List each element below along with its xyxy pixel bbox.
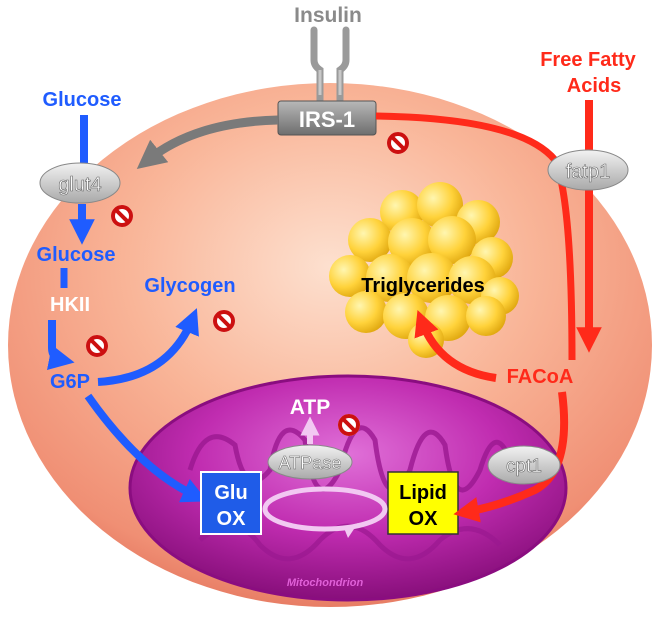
ffa-label-line1: Free Fatty — [540, 49, 636, 71]
lipid-ox-label-line2: OX — [409, 508, 439, 530]
irs1-inhibition-icon — [385, 130, 411, 156]
atp-inhibition-icon — [336, 412, 362, 438]
atpase-pill — [267, 444, 353, 480]
triglycerides-label: Triglycerides — [361, 275, 484, 297]
facoa-label: FACoA — [507, 366, 574, 388]
cpt1-transporter — [487, 445, 561, 485]
glu-ox-label-line1: Glu — [214, 482, 247, 504]
g6p-label: G6P — [50, 371, 90, 393]
g6p-to-gluox-arrow — [84, 393, 208, 503]
mitochondrion-label: Mitochondrion — [287, 577, 364, 589]
glucose-outside-label: Glucose — [43, 89, 122, 111]
irs1-label: IRS-1 — [299, 107, 355, 132]
fatp1-transporter — [547, 149, 629, 191]
hkii-to-g6p-arrow — [46, 320, 75, 371]
insulin-label: Insulin — [294, 4, 362, 27]
glucose-inside-label: Glucose — [37, 244, 116, 266]
glut4-inhibition-icon — [109, 203, 135, 229]
triglyceride-droplets — [329, 182, 519, 358]
facoa-to-triglycerides-arrow — [414, 310, 497, 382]
cycle-arrow-icon — [262, 486, 388, 538]
lipid-ox-label-line1: Lipid — [399, 482, 447, 504]
cpt1-label: cpt1 — [506, 456, 542, 477]
insulin-receptor-icon — [310, 26, 350, 104]
glut4-transporter — [39, 162, 121, 204]
atpase-label: ATPase — [279, 453, 342, 473]
glu-ox-box — [200, 471, 262, 535]
hkii-label: HKII — [50, 294, 90, 316]
glu-ox-label-line2: OX — [217, 508, 247, 530]
glycogen-label: Glycogen — [144, 275, 235, 297]
ffa-label-line2: Acids — [567, 75, 621, 97]
glycogen-inhibition-icon — [211, 308, 237, 334]
glut4-label: glut4 — [58, 174, 101, 196]
atp-label: ATP — [290, 396, 330, 419]
g6p-to-glycogen-arrow — [97, 308, 199, 386]
insulin-signal-arrow — [136, 115, 279, 170]
hkii-inhibition-icon — [84, 333, 110, 359]
lipid-ox-box — [387, 471, 459, 535]
fatp1-label: fatp1 — [566, 161, 610, 183]
facoa-to-lipid-ox-arrow — [453, 391, 569, 523]
